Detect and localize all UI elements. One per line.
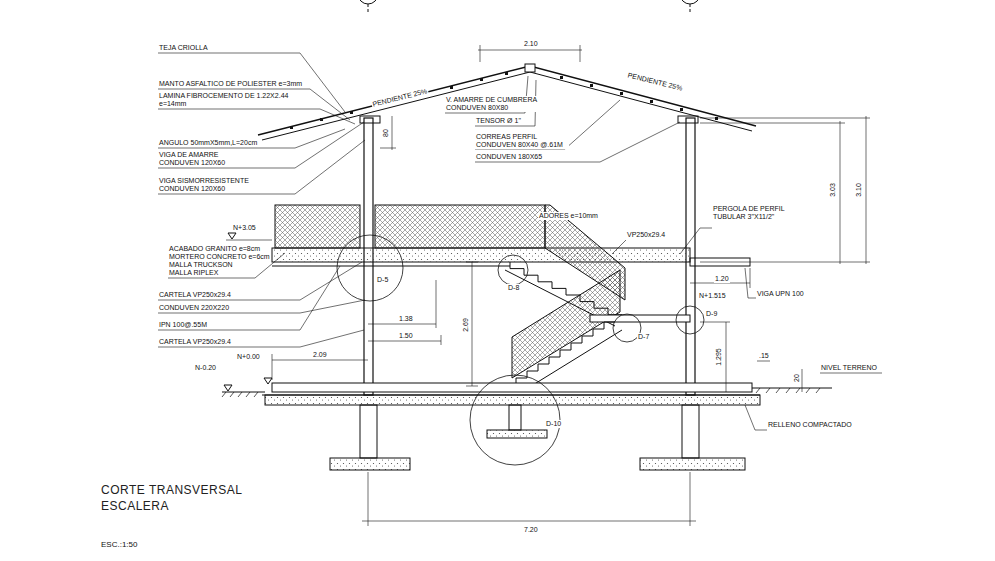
annotation-label: 1.295 (715, 347, 723, 367)
annotation-label: 1.38 (398, 315, 414, 323)
annotation-label: 3.03 (829, 182, 837, 198)
annotation-label: VP250x29.4 (626, 231, 666, 239)
drawing-title: CORTE TRANSVERSAL ESCALERA (100, 482, 252, 514)
annotation-label: TEJA CRIOLLA (158, 44, 209, 52)
annotation-label: N-0.20 (194, 364, 217, 372)
annotation-label: N+0.00 (236, 353, 261, 361)
annotation-label: IPN 100@.55M (158, 321, 208, 329)
annotation-label: CARTELA VP250x29.4 (158, 291, 232, 299)
annotation-label: ACABADO GRANITO e=8cm (168, 245, 261, 253)
annotation-label: VIGA DE AMARRE CONDUVEN 120X60 (158, 151, 238, 167)
annotation-label: ANGULO 50mmX5mm,L=20cm (158, 139, 258, 147)
annotation-label: 2.10 (523, 40, 539, 48)
annotation-label: V. AMARRE DE CUMBRERA CONDUVEN 80X80 (445, 96, 549, 112)
annotation-label: CONDUVEN 220X220 (158, 304, 230, 312)
annotation-label: 1.20 (714, 275, 730, 283)
annotation-label: D-5 (376, 276, 389, 284)
annotation-label: VIGA UPN 100 (756, 290, 805, 298)
annotation-label: D-9 (705, 310, 718, 318)
annotation-label: 3.10 (855, 182, 863, 198)
annotation-label: D-8 (507, 284, 520, 292)
annotation-label: ADORES e=10mm (538, 212, 599, 220)
annotation-label: 80 (382, 128, 390, 138)
annotation-label: N+3.05 (232, 224, 257, 232)
annotation-label: CORREAS PERFIL CONDUVEN 80X40 @.61M (475, 133, 569, 149)
annotation-label: PENDIENTE 25% (626, 71, 684, 93)
annotation-label: 1.50 (398, 332, 414, 340)
annotation-label: 2.09 (312, 351, 328, 359)
annotation-label: MALLA RIPLEX (168, 269, 219, 277)
annotation-label: N+1.515 (698, 292, 727, 300)
annotation-label: 7.20 (523, 526, 539, 534)
annotation-label: TENSOR Ø 1" (475, 117, 522, 125)
annotation-label: MORTERO CONCRETO e=6cm (168, 253, 271, 261)
annotation-label: PENDIENTE 25% (371, 87, 429, 109)
annotation-label: MALLA TRUCKSON (168, 261, 234, 269)
annotation-label: 20 (793, 373, 801, 383)
annotation-label: 2.69 (462, 317, 470, 333)
annotation-label: PERGOLA DE PERFIL TUBULAR 3"X11/2" (712, 205, 810, 221)
annotation-label: D-10 (545, 420, 562, 428)
annotation-label: LAMINA FIBROCEMENTO DE 1.22X2.44 e=14mm (158, 92, 310, 108)
annotation-label: CARTELA VP250x29.4 (158, 338, 232, 346)
annotation-label: RELLENO COMPACTADO (767, 421, 853, 429)
annotation-label: .15 (758, 352, 770, 360)
annotation-label: VIGA SISMORRESISTENTE CONDUVEN 120X60 (158, 177, 258, 193)
scale-caption: ESC.:1:50 (100, 540, 138, 550)
annotation-label: D-7 (637, 333, 650, 341)
annotation-label: MANTO ASFALTICO DE POLIESTER e=3mm (158, 80, 303, 88)
annotation-label: CONDUVEN 180X65 (475, 153, 543, 161)
annotation-label: NIVEL TERRENO (820, 364, 878, 372)
